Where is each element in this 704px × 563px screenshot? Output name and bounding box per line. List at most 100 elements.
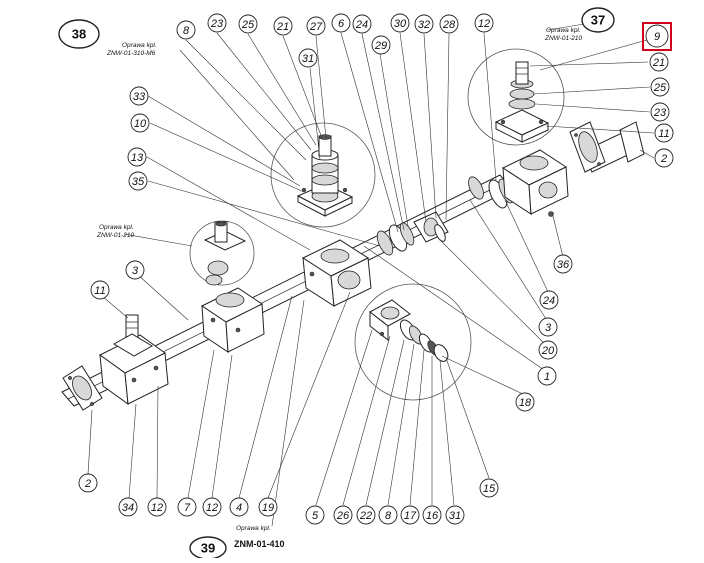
callout-number: 16 bbox=[426, 510, 439, 522]
callout-38: 38 bbox=[58, 19, 100, 49]
callout-12: 12 bbox=[474, 13, 494, 33]
callout-number: 1 bbox=[544, 371, 550, 383]
callout-25: 25 bbox=[650, 77, 670, 97]
callout-circle bbox=[352, 14, 372, 34]
note-39-line1: Oprawa kpl. bbox=[236, 525, 271, 532]
callout-16: 16 bbox=[422, 505, 442, 525]
callout-circle bbox=[538, 340, 558, 360]
note-left-line2: ZNW-01-210 bbox=[96, 232, 134, 239]
callout-6: 6 bbox=[331, 13, 351, 33]
callout-circle bbox=[581, 7, 615, 33]
note-37-line1: Oprawa kpl. bbox=[546, 27, 581, 34]
callout-9: 9 bbox=[645, 24, 669, 48]
callout-circle bbox=[90, 280, 110, 300]
highlight-box-part-9 bbox=[642, 22, 672, 51]
callout-2: 2 bbox=[654, 148, 674, 168]
callout-circle bbox=[649, 52, 669, 72]
callout-number: 19 bbox=[262, 502, 274, 514]
central-gearbox bbox=[301, 239, 372, 307]
callout-number: 35 bbox=[132, 176, 145, 188]
callout-circle bbox=[474, 13, 494, 33]
callout-circle bbox=[125, 260, 145, 280]
callout-25: 25 bbox=[238, 14, 258, 34]
callout-number: 24 bbox=[542, 295, 555, 307]
callout-3: 3 bbox=[125, 260, 145, 280]
callout-circle bbox=[371, 35, 391, 55]
callout-circle bbox=[479, 478, 499, 498]
callout-23: 23 bbox=[207, 13, 227, 33]
right-bearing-housing bbox=[494, 61, 550, 143]
bevel-gear-set bbox=[376, 211, 449, 256]
callout-31: 31 bbox=[445, 505, 465, 525]
callout-number: 2 bbox=[660, 153, 667, 165]
callout-39: 39 bbox=[189, 536, 227, 560]
callout-2: 2 bbox=[78, 473, 98, 493]
callout-21: 21 bbox=[649, 52, 669, 72]
note-left-line1: Oprawa kpl. bbox=[99, 224, 134, 231]
callout-circle bbox=[129, 86, 149, 106]
callout-number: 17 bbox=[404, 510, 417, 522]
note-38-line1: Oprawa kpl. bbox=[122, 42, 157, 49]
callout-33: 33 bbox=[129, 86, 149, 106]
callout-number: 3 bbox=[132, 265, 139, 277]
left-detail-housing bbox=[203, 221, 247, 286]
callout-circle bbox=[650, 77, 670, 97]
callout-13: 13 bbox=[127, 147, 147, 167]
callout-circle bbox=[553, 254, 573, 274]
callout-circle bbox=[539, 290, 559, 310]
callout-number: 20 bbox=[541, 345, 555, 357]
callout-circle bbox=[537, 366, 557, 386]
callout-12: 12 bbox=[147, 497, 167, 517]
callout-28: 28 bbox=[439, 14, 459, 34]
detail-circles bbox=[189, 48, 565, 401]
callout-circle bbox=[333, 505, 353, 525]
detail-circle-top bbox=[270, 122, 376, 228]
callout-number: 29 bbox=[374, 40, 387, 52]
callout-number: 21 bbox=[652, 57, 665, 69]
callout-number: 28 bbox=[442, 19, 456, 31]
callout-number: 26 bbox=[336, 510, 350, 522]
callout-circle bbox=[650, 102, 670, 122]
callout-circle bbox=[147, 497, 167, 517]
callout-number: 39 bbox=[201, 541, 215, 556]
callout-number: 6 bbox=[338, 18, 345, 30]
leader-lines bbox=[87, 23, 655, 527]
callout-4: 4 bbox=[229, 497, 249, 517]
callout-number: 31 bbox=[449, 510, 461, 522]
callout-circle bbox=[177, 497, 197, 517]
callout-number: 33 bbox=[133, 91, 146, 103]
callout-number: 34 bbox=[122, 502, 134, 514]
callout-circle bbox=[356, 505, 376, 525]
detail-circle-bottom bbox=[354, 283, 472, 401]
detail-circle-right bbox=[467, 48, 565, 146]
bottom-bearing-assembly bbox=[369, 299, 449, 362]
callout-number: 8 bbox=[385, 510, 392, 522]
callout-number: 11 bbox=[658, 128, 669, 140]
callout-circle bbox=[207, 13, 227, 33]
callout-circle bbox=[78, 473, 98, 493]
callout-circle bbox=[202, 497, 222, 517]
callout-number: 13 bbox=[131, 152, 144, 164]
callout-35: 35 bbox=[128, 171, 148, 191]
callout-26: 26 bbox=[333, 505, 353, 525]
callout-number: 23 bbox=[653, 107, 667, 119]
callout-circle bbox=[130, 113, 150, 133]
callout-number: 25 bbox=[241, 19, 255, 31]
callout-21: 21 bbox=[273, 16, 293, 36]
callout-circle bbox=[258, 497, 278, 517]
callout-circle bbox=[378, 505, 398, 525]
callout-number: 8 bbox=[183, 25, 190, 37]
callout-17: 17 bbox=[400, 505, 420, 525]
callout-12: 12 bbox=[202, 497, 222, 517]
callout-30: 30 bbox=[390, 13, 410, 33]
callout-number: 23 bbox=[210, 18, 224, 30]
callout-number: 38 bbox=[72, 27, 86, 42]
note-39-line2: ZNM-01-410 bbox=[234, 539, 285, 549]
callout-36: 36 bbox=[553, 254, 573, 274]
callout-circle bbox=[118, 497, 138, 517]
callout-34: 34 bbox=[118, 497, 138, 517]
callout-circle bbox=[445, 505, 465, 525]
callout-circle bbox=[654, 148, 674, 168]
